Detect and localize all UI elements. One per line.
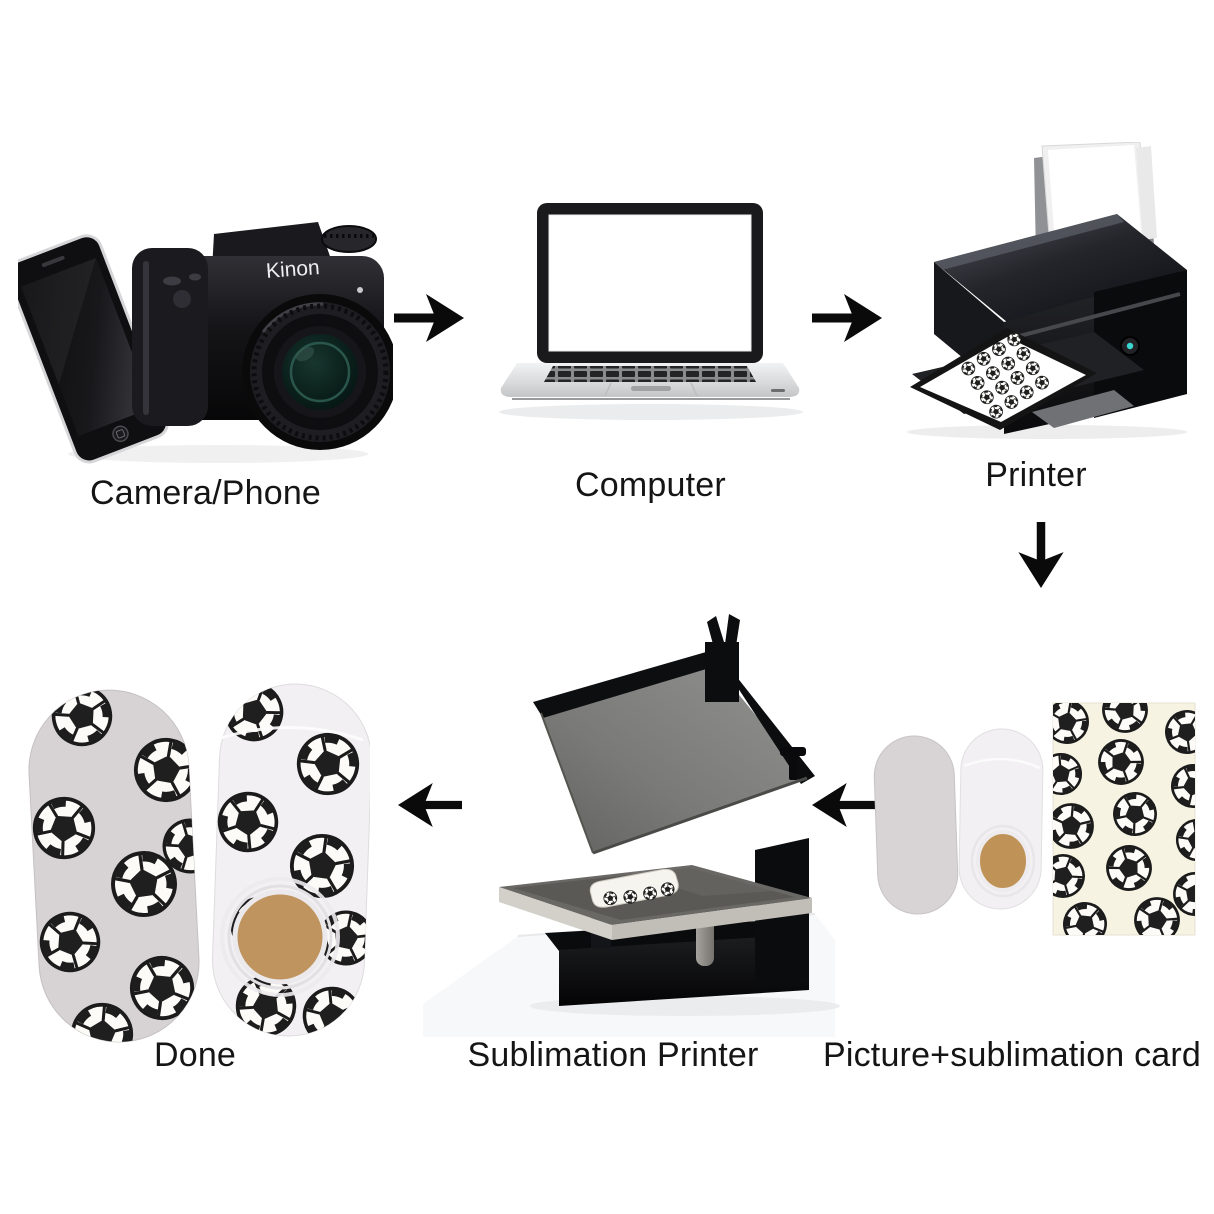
press-base-front (559, 934, 809, 1006)
paper-sheet (1136, 146, 1157, 240)
upper-platen-frame (533, 650, 723, 718)
sock-toe-seam (963, 757, 1041, 770)
camera-phone-label: Camera/Phone (89, 474, 322, 512)
press-support-post (696, 918, 714, 966)
printer-top (934, 214, 1187, 322)
laptop-latch-notch (631, 386, 671, 391)
power-led (1126, 342, 1134, 350)
soccer-ball-icon (660, 881, 676, 897)
printed-sheet (910, 328, 1097, 430)
camera-phone-illustration: Kinon (18, 222, 393, 464)
printer-label: Printer (985, 456, 1087, 494)
smartphone-icon (18, 234, 170, 464)
laptop-reflection (499, 404, 803, 420)
laptop-illustration (499, 203, 803, 420)
picture-card-label: Picture+sublimation card (822, 1036, 1202, 1074)
laptop-screen (548, 214, 752, 352)
printer-illustration (907, 142, 1187, 439)
heat-press-illustration (423, 614, 840, 1037)
heel-grip-patch (232, 889, 328, 985)
press-arm (705, 642, 739, 702)
camera-shadow (68, 445, 368, 463)
blank-socks-and-card-illustration (873, 702, 1196, 936)
done-label: Done (153, 1036, 237, 1074)
finished-socks-illustration (20, 674, 370, 1064)
printer-output-slot (1011, 292, 1181, 340)
output-tray-lip (1032, 390, 1134, 428)
sock-on-platen (589, 868, 679, 908)
heel-grip-patch (976, 830, 1030, 892)
sock-toe-seam (220, 725, 364, 742)
camera-brand-text: Kinon (265, 256, 320, 283)
printer-side (1094, 270, 1187, 418)
arrow-down-icon (1018, 522, 1064, 588)
computer-label: Computer (575, 466, 726, 504)
camera-icon: Kinon (132, 222, 393, 450)
arrow-right-icon (394, 292, 464, 344)
arrow-right-icon (812, 292, 882, 344)
sublimation-printer-label: Sublimation Printer (467, 1036, 759, 1074)
blank-sock-left (873, 735, 959, 915)
upper-platen (541, 663, 807, 853)
pressure-knob (780, 747, 806, 780)
